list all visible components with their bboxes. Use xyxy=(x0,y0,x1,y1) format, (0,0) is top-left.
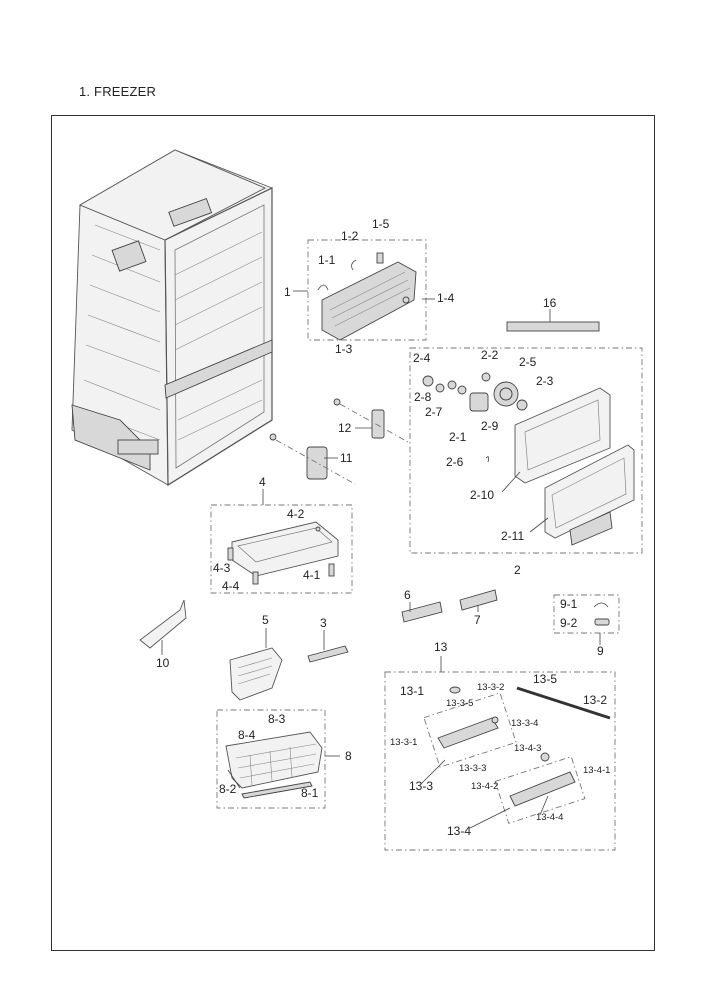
group-1-evaporator xyxy=(293,239,435,341)
callout-2-3: 2-3 xyxy=(536,374,554,388)
group-2-fan-cover xyxy=(409,347,643,554)
part-16-rail xyxy=(506,309,600,332)
callout-5: 5 xyxy=(262,613,269,627)
callout-3: 3 xyxy=(320,616,327,630)
group-13-ice-route xyxy=(384,656,616,851)
callout-13: 13 xyxy=(434,640,448,654)
callout-2-5: 2-5 xyxy=(519,355,537,369)
callout-4-1: 4-1 xyxy=(303,568,321,582)
diagram-frame xyxy=(51,115,655,951)
callout-8-1: 8-1 xyxy=(301,786,319,800)
part-6-cover xyxy=(401,601,443,623)
callout-4-4: 4-4 xyxy=(222,579,240,593)
callout-13-4-3: 13-4-3 xyxy=(514,743,541,754)
part-10-bracket xyxy=(139,599,187,655)
callout-4-2: 4-2 xyxy=(287,507,305,521)
callout-2-1: 2-1 xyxy=(449,430,467,444)
group-9-sensors xyxy=(553,594,620,645)
callout-8-2: 8-2 xyxy=(219,782,237,796)
callout-8: 8 xyxy=(345,749,352,763)
callout-13-3-2: 13-3-2 xyxy=(477,682,504,693)
callout-1-2: 1-2 xyxy=(341,229,359,243)
callout-13-3-3: 13-3-3 xyxy=(459,763,486,774)
callout-13-3: 13-3 xyxy=(409,779,433,793)
part-5-grille xyxy=(229,628,283,701)
callout-13-4-2: 13-4-2 xyxy=(471,781,498,792)
callout-6: 6 xyxy=(404,588,411,602)
group-4-drawer xyxy=(210,489,353,594)
callout-13-4-1: 13-4-1 xyxy=(583,765,610,776)
callout-9-2: 9-2 xyxy=(560,616,578,630)
callout-13-1: 13-1 xyxy=(400,684,424,698)
callout-1-5: 1-5 xyxy=(372,217,390,231)
callout-2-10: 2-10 xyxy=(470,488,494,502)
callout-11: 11 xyxy=(340,451,353,465)
callout-2-2: 2-2 xyxy=(481,348,499,362)
callout-2-9: 2-9 xyxy=(481,419,499,433)
callout-2-7: 2-7 xyxy=(425,405,443,419)
page-title: 1. FREEZER xyxy=(79,84,157,99)
freezer-cabinet-illustration xyxy=(71,149,273,487)
callout-13-4: 13-4 xyxy=(447,824,471,838)
callout-8-4: 8-4 xyxy=(238,728,256,742)
callout-9-1: 9-1 xyxy=(560,597,578,611)
callout-2-11: 2-11 xyxy=(501,529,524,543)
callout-1-1: 1-1 xyxy=(318,253,336,267)
callout-2-8: 2-8 xyxy=(414,390,432,404)
callout-13-4-4: 13-4-4 xyxy=(536,812,563,823)
callout-9: 9 xyxy=(597,644,604,658)
callout-4: 4 xyxy=(259,475,266,489)
callout-7: 7 xyxy=(474,613,481,627)
callout-13-3-1: 13-3-1 xyxy=(390,737,417,748)
callout-13-3-5: 13-3-5 xyxy=(446,698,473,709)
part-11-damper xyxy=(269,433,356,485)
part-7-module xyxy=(459,589,498,612)
callout-10: 10 xyxy=(156,656,170,670)
callout-13-3-4: 13-3-4 xyxy=(511,718,538,729)
callout-8-3: 8-3 xyxy=(268,712,286,726)
callout-1: 1 xyxy=(284,285,291,299)
callout-13-5: 13-5 xyxy=(533,672,557,686)
callout-1-4: 1-4 xyxy=(437,291,455,305)
callout-2-6: 2-6 xyxy=(446,455,464,469)
part-3-strip xyxy=(307,630,349,663)
group-8-basket xyxy=(216,709,340,809)
callout-13-2: 13-2 xyxy=(583,693,607,707)
callout-1-3: 1-3 xyxy=(335,342,353,356)
callout-4-3: 4-3 xyxy=(213,561,231,575)
callout-2: 2 xyxy=(514,563,521,577)
callout-2-4: 2-4 xyxy=(413,351,431,365)
callout-12: 12 xyxy=(338,421,352,435)
part-12-bracket xyxy=(333,398,409,443)
callout-16: 16 xyxy=(543,296,557,310)
